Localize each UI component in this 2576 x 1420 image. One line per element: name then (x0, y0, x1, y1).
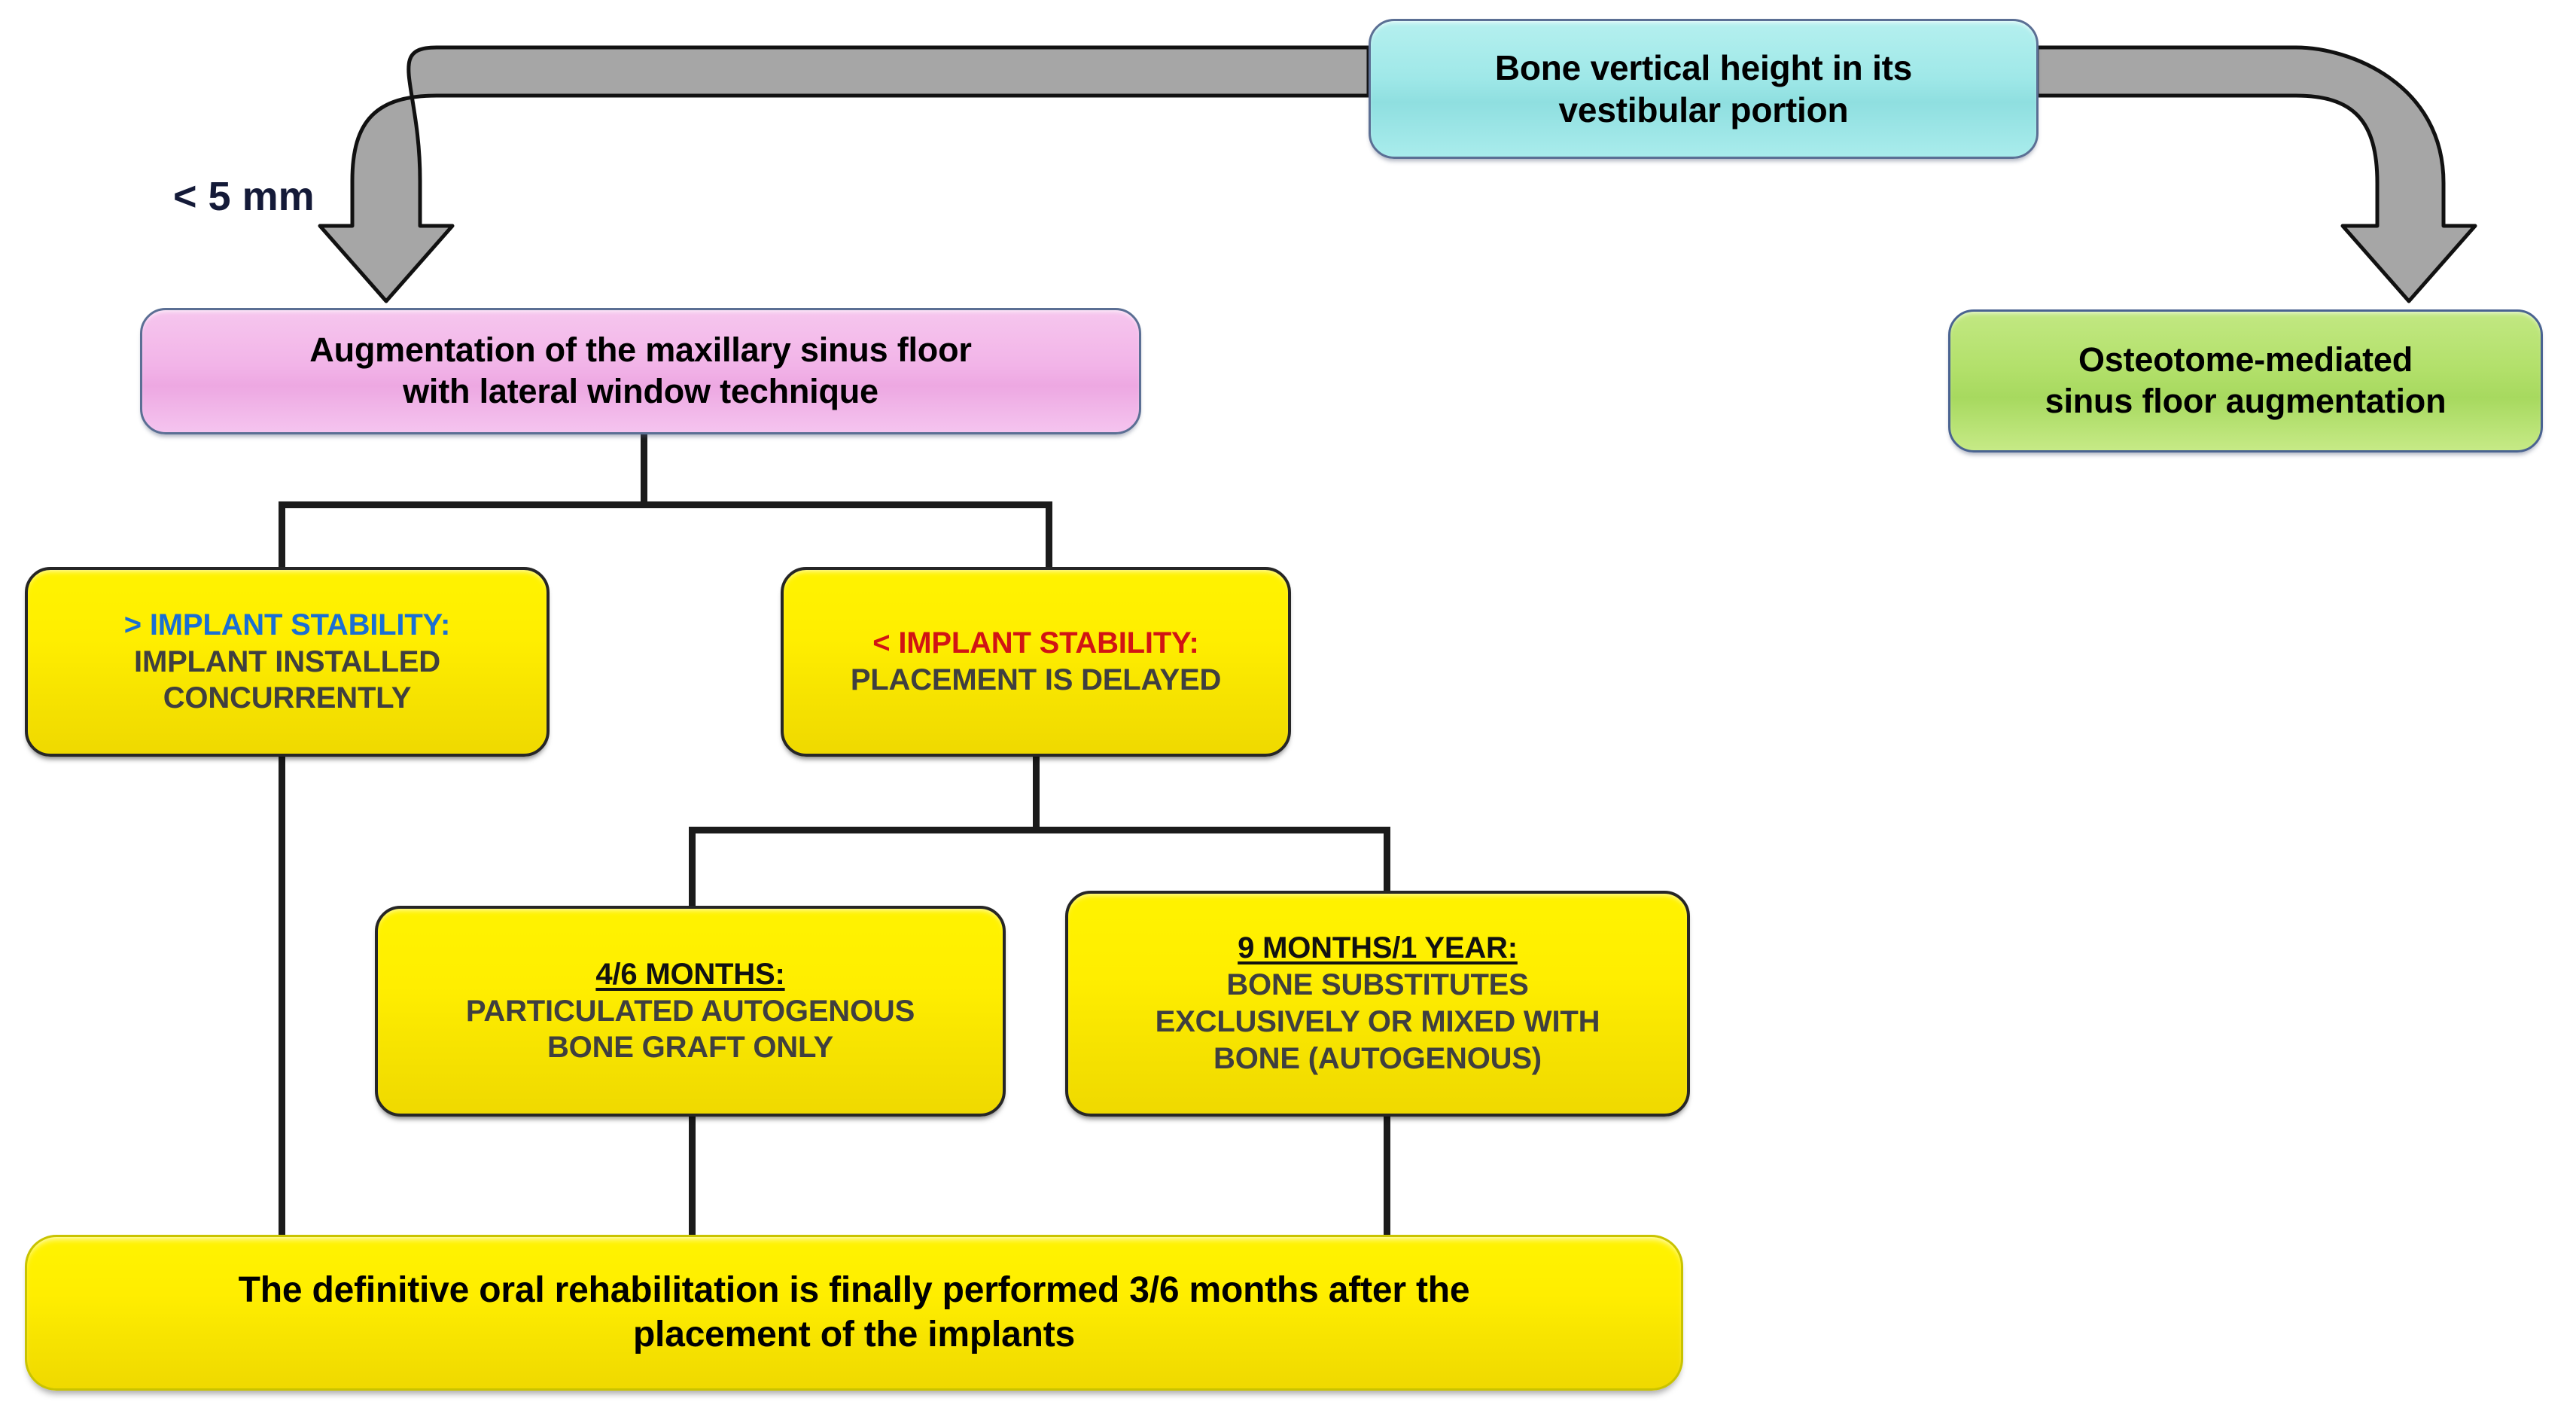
connector-to-high-stability (279, 501, 285, 584)
arrow-root-to-lateral-window (318, 45, 1371, 303)
nine-months-heading: 9 MONTHS/1 YEAR: (1238, 931, 1518, 965)
low-stability-heading: < IMPLANT STABILITY: (872, 626, 1199, 660)
connector-to-nine-months (1384, 827, 1390, 910)
node-bone-vertical-height[interactable]: Bone vertical height in its vestibular p… (1369, 19, 2039, 159)
high-stability-heading: > IMPLANT STABILITY: (123, 608, 451, 641)
high-stability-line-2: IMPLANT INSTALLED (134, 644, 440, 678)
high-stability-line-3: CONCURRENTLY (163, 681, 412, 715)
connector-pink-stub (641, 432, 647, 504)
node-nine-months-one-year[interactable]: 9 MONTHS/1 YEAR: BONE SUBSTITUTES EXCLUS… (1065, 891, 1690, 1117)
final-rehab-line-1: The definitive oral rehabilitation is fi… (238, 1269, 1470, 1310)
four-six-months-heading: 4/6 MONTHS: (595, 957, 785, 991)
connector-four-six-to-final (689, 1114, 696, 1242)
connector-low-stability-stub (1033, 754, 1040, 830)
nine-months-line-2: BONE SUBSTITUTES (1226, 968, 1529, 1002)
node-lesser-implant-stability[interactable]: < IMPLANT STABILITY: PLACEMENT IS DELAYE… (781, 567, 1291, 757)
root-line-2: vestibular portion (1558, 90, 1849, 130)
node-osteotome-mediated[interactable]: Osteotome-mediated sinus floor augmentat… (1948, 309, 2543, 453)
nine-months-line-3: EXCLUSIVELY OR MIXED WITH (1155, 1005, 1600, 1038)
four-six-months-line-2: PARTICULATED AUTOGENOUS (465, 994, 915, 1028)
node-four-six-months[interactable]: 4/6 MONTHS: PARTICULATED AUTOGENOUS BONE… (375, 906, 1006, 1117)
connector-to-four-six-months (689, 827, 696, 910)
osteotome-line-1: Osteotome-mediated (2078, 340, 2413, 379)
node-greater-implant-stability[interactable]: > IMPLANT STABILITY: IMPLANT INSTALLED C… (25, 567, 550, 757)
root-line-1: Bone vertical height in its (1494, 47, 1913, 87)
connector-nine-months-to-final (1384, 1114, 1390, 1242)
arrow-root-to-osteotome (2035, 45, 2477, 303)
node-definitive-oral-rehabilitation[interactable]: The definitive oral rehabilitation is fi… (25, 1235, 1683, 1391)
final-rehab-line-2: placement of the implants (632, 1314, 1076, 1354)
lateral-window-line-1: Augmentation of the maxillary sinus floo… (309, 331, 972, 370)
node-lateral-window-technique[interactable]: Augmentation of the maxillary sinus floo… (140, 308, 1141, 434)
connector-high-stability-to-final (279, 753, 285, 1242)
low-stability-line-2: PLACEMENT IS DELAYED (850, 663, 1222, 696)
osteotome-line-2: sinus floor augmentation (2045, 382, 2447, 420)
connector-level2-bar (689, 827, 1390, 833)
connector-level1-bar (279, 501, 1052, 508)
lateral-window-line-2: with lateral window technique (403, 372, 878, 410)
four-six-months-line-3: BONE GRAFT ONLY (547, 1031, 833, 1065)
nine-months-line-4: BONE (AUTOGENOUS) (1213, 1041, 1542, 1075)
connector-to-low-stability (1046, 501, 1052, 584)
edge-label-less-than-5mm: < 5 mm (173, 174, 315, 219)
